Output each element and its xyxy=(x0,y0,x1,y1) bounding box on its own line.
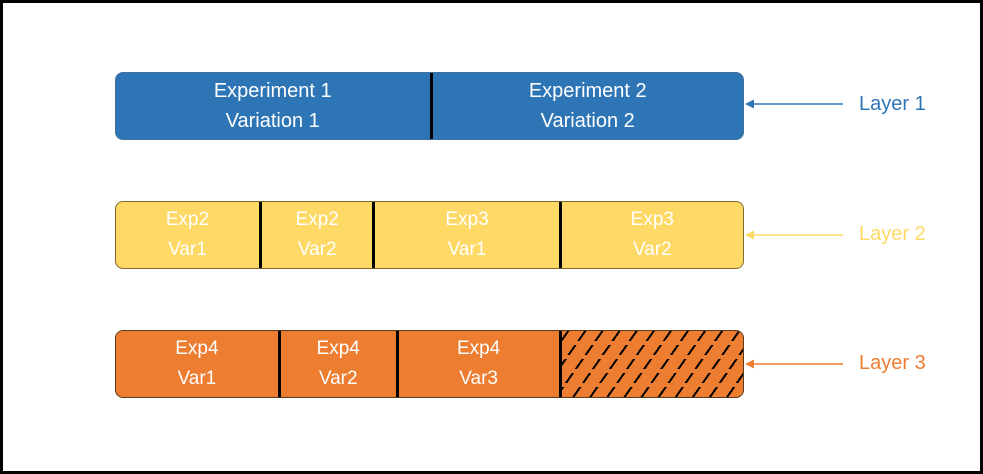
layer-3-bar: Exp4 Var1 Exp4 Var2 Exp4 Var3 xyxy=(115,330,744,398)
layer-2-label: Layer 2 xyxy=(859,223,926,245)
layer-2-segment: Exp3 Var2 xyxy=(558,202,743,268)
layer-2-segment: Exp3 Var1 xyxy=(372,202,558,268)
layer-1-arrow xyxy=(745,99,843,109)
segment-variation-label: Var1 xyxy=(168,239,207,260)
segment-variation-label: Variation 1 xyxy=(225,110,320,132)
segment-experiment-label: Experiment 2 xyxy=(528,80,647,102)
layer-2-arrow xyxy=(745,230,843,240)
arrow-head xyxy=(745,230,754,240)
layer-1-bar: Experiment 1 Variation 1 Experiment 2 Va… xyxy=(115,72,744,140)
layer-3-arrow xyxy=(745,359,843,369)
segment-variation-label: Var2 xyxy=(318,368,358,389)
segment-experiment-label: Exp3 xyxy=(630,209,674,230)
segment-experiment-label: Exp2 xyxy=(165,209,210,230)
layer-1-label: Layer 1 xyxy=(859,93,926,115)
segment-variation-label: Var1 xyxy=(177,368,217,389)
segment-variation-label: Var2 xyxy=(632,239,672,260)
layer-2-segment: Exp2 Var2 xyxy=(258,202,372,268)
segment-experiment-label: Exp2 xyxy=(295,209,339,230)
segment-variation-label: Var3 xyxy=(459,368,498,389)
layer-2-segment: Exp2 Var1 xyxy=(116,202,259,268)
segment-variation-label: Variation 2 xyxy=(540,110,635,132)
layer-1-segment: Experiment 2 Variation 2 xyxy=(429,73,744,139)
segment-experiment-label: Exp4 xyxy=(316,338,360,359)
layer-3-segment: Exp4 Var3 xyxy=(395,331,559,397)
segment-experiment-label: Experiment 1 xyxy=(213,80,332,102)
segment-experiment-label: Exp4 xyxy=(456,338,501,359)
segment-variation-label: Var2 xyxy=(297,239,337,260)
arrow-head xyxy=(745,99,754,109)
segment-experiment-label: Exp3 xyxy=(445,209,489,230)
arrow-head xyxy=(745,359,754,369)
segment-variation-label: Var1 xyxy=(447,239,487,260)
layer-3-segment: Exp4 Var2 xyxy=(277,331,396,397)
segment-experiment-label: Exp4 xyxy=(175,338,219,359)
layer-3-label: Layer 3 xyxy=(859,352,926,374)
layer-2-bar: Exp2 Var1 Exp2 Var2 Exp3 Var1 Exp3 Var2 xyxy=(115,201,744,269)
unallocated-hatched-segment xyxy=(558,331,743,397)
layer-3-segment: Exp4 Var1 xyxy=(116,331,278,397)
layer-1-segment: Experiment 1 Variation 1 xyxy=(116,73,430,139)
hatch-dash-overlay xyxy=(561,331,743,397)
